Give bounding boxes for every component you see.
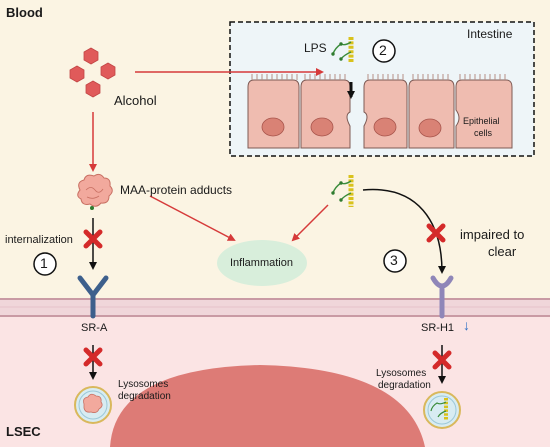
block-x-icon — [83, 347, 103, 367]
adducts-to-inflammation-arrow — [149, 195, 236, 241]
epithelial-nuclei — [261, 117, 442, 138]
lysosome-label-2-line1: Lysosomes — [376, 368, 427, 379]
lps-blood-icon — [331, 175, 354, 207]
sra-receptor-icon — [77, 275, 109, 319]
lps-label: LPS — [304, 41, 327, 55]
impaired-label-line2: clear — [488, 244, 517, 259]
lysosome-icon — [74, 386, 112, 424]
lps-to-inflammation-arrow — [291, 204, 329, 242]
epithelial-label-line1: Epithelial — [463, 116, 500, 126]
step-circle-3 — [383, 249, 407, 273]
region-label-intestine: Intestine — [467, 27, 513, 41]
alcohol-molecule-icon — [69, 47, 116, 98]
inflammation-label: Inflammation — [230, 257, 293, 269]
cell-membrane — [0, 298, 550, 317]
step-number-1: 1 — [40, 255, 48, 271]
maa-adduct-icon — [77, 173, 113, 210]
internalization-label: internalization — [5, 234, 73, 246]
block-x-icon — [83, 229, 103, 249]
lysosome-label-1-line2: degradation — [118, 391, 171, 402]
srh1-label: SR-H1 — [421, 322, 455, 334]
srh1-down-indicator: ↓ — [463, 317, 470, 333]
lysosome-label-1-line1: Lysosomes — [118, 379, 169, 390]
lps-to-srh1-arrow — [362, 188, 446, 274]
sra-label: SR-A — [81, 322, 108, 334]
block-x-icon — [432, 350, 452, 370]
maa-adducts-label: MAA-protein adducts — [120, 183, 233, 197]
srh1-receptor-icon — [430, 275, 454, 319]
region-label-blood: Blood — [6, 5, 43, 20]
lysosome-label-2-line2: degradation — [378, 380, 431, 391]
microvilli — [251, 74, 506, 80]
region-label-lsec: LSEC — [6, 424, 41, 439]
step-circle-2 — [372, 39, 396, 63]
step-number-2: 2 — [379, 42, 387, 58]
step-circle-1 — [33, 252, 57, 276]
epithelial-cells — [247, 79, 513, 149]
impaired-label-line1: impaired to — [460, 227, 525, 242]
step-number-3: 3 — [390, 252, 398, 268]
lysosome-icon — [423, 391, 461, 429]
alcohol-label: Alcohol — [114, 93, 157, 108]
inflammation-ellipse — [217, 240, 307, 286]
block-x-icon — [426, 223, 446, 243]
lps-molecule-icon — [331, 37, 354, 63]
lsec-nucleus — [110, 365, 425, 447]
epithelial-label-line2: cells — [474, 128, 493, 138]
